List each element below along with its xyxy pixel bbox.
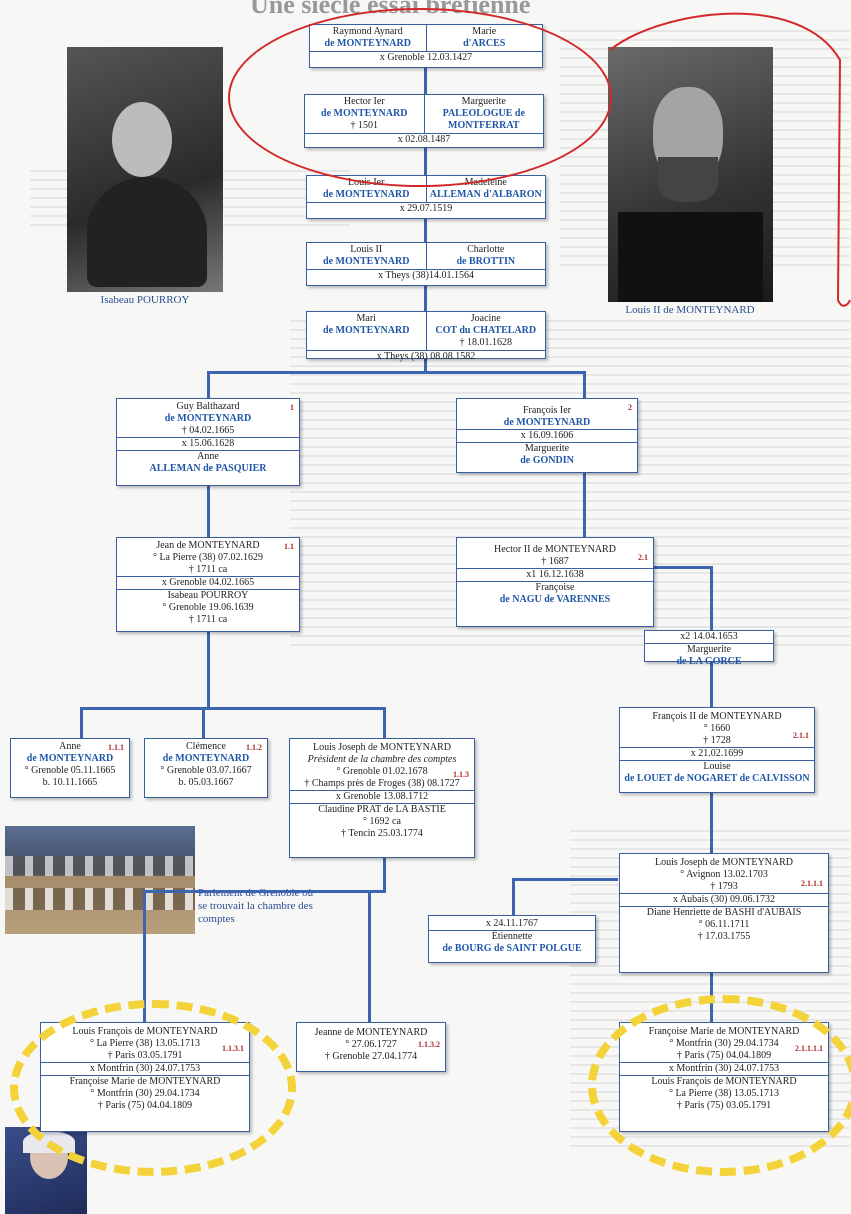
connector <box>368 890 371 1022</box>
connector <box>143 890 386 893</box>
person-box-jean: 1.1 Jean de MONTEYNARD ° La Pierre (38) … <box>116 537 300 632</box>
connector <box>202 707 205 739</box>
person-box-jeanne: 1.1.3.2 Jeanne de MONTEYNARD ° 27.06.172… <box>296 1022 446 1072</box>
person-box-louis-joseph-1: 1.1.3 Louis Joseph de MONTEYNARD Préside… <box>289 738 475 858</box>
connector <box>424 357 427 373</box>
connector <box>207 486 210 538</box>
person-box-hector2: 2.1 Hector II de MONTEYNARD † 1687 x1 16… <box>456 537 654 627</box>
connector <box>143 890 146 1022</box>
parlement-photo <box>5 826 195 934</box>
connector <box>710 566 713 630</box>
connector <box>424 219 427 243</box>
spouse-box-etiennette: x 24.11.1767 Étiennette de BOURG de SAIN… <box>428 915 596 963</box>
connector <box>424 285 427 312</box>
connector <box>710 793 713 855</box>
spouse-box-gorce: x2 14.04.1653 Marguerite de LA GORCE <box>644 630 774 667</box>
person-box-clemence: 1.1.2 Clémence de MONTEYNARD ° Grenoble … <box>144 738 268 798</box>
isabeau-portrait <box>67 47 223 292</box>
red-highlight-curve <box>609 12 851 307</box>
red-highlight-ellipse <box>228 8 612 187</box>
person-box-francois1: 2 François Ier de MONTEYNARD x 16.09.160… <box>456 398 638 473</box>
connector <box>583 473 586 537</box>
connector <box>207 632 210 708</box>
person-box-francois2: 2.1.1 François II de MONTEYNARD ° 1660 †… <box>619 707 815 793</box>
isabeau-caption: Isabeau POURROY <box>100 294 190 306</box>
person-box-anne: 1.1.1 Anne de MONTEYNARD ° Grenoble 05.1… <box>10 738 130 798</box>
connector <box>383 707 386 739</box>
yellow-dashed-highlight-right <box>588 995 851 1176</box>
connector <box>512 878 515 916</box>
person-box-louis-joseph-2: 2.1.1.1 Louis Joseph de MONTEYNARD ° Avi… <box>619 853 829 973</box>
louis2-portrait <box>608 47 773 302</box>
louis2-caption: Louis II de MONTEYNARD <box>625 304 755 316</box>
person-box-guy: 1 Guy Balthazard de MONTEYNARD † 04.02.1… <box>116 398 300 486</box>
connector <box>80 707 83 739</box>
connector <box>653 566 713 569</box>
connector <box>583 371 586 399</box>
connector <box>207 371 585 374</box>
yellow-dashed-highlight-left <box>10 1000 296 1176</box>
connector <box>383 858 386 892</box>
connector <box>207 371 210 399</box>
connector <box>710 660 713 708</box>
connector <box>512 878 618 881</box>
connector <box>80 707 386 710</box>
